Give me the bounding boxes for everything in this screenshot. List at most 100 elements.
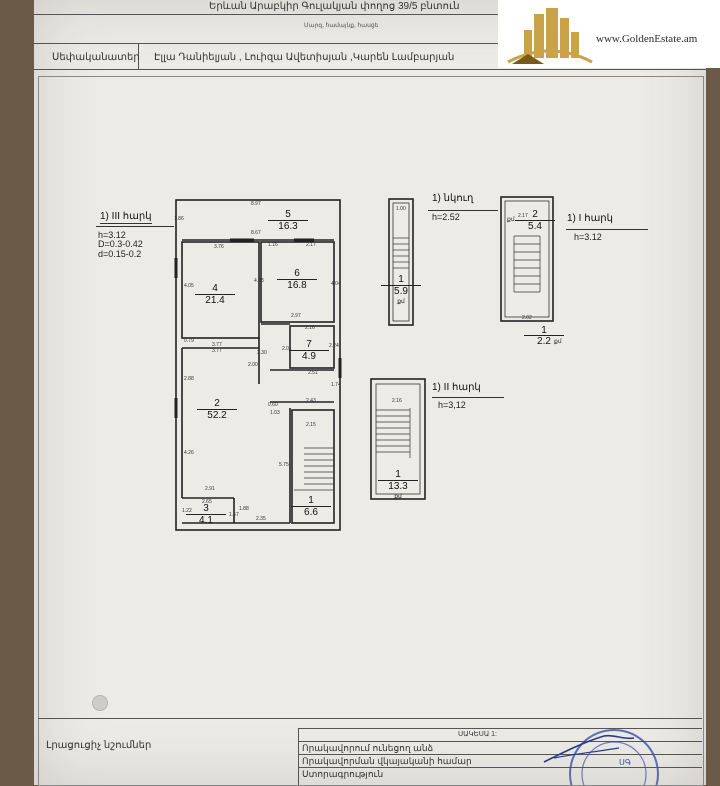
dim-10: 2.16: [305, 325, 315, 331]
floor-first-rule: [566, 229, 648, 230]
second-dim: 2.16: [392, 398, 402, 404]
basement-room-area: 5.9: [381, 285, 421, 297]
dim-27: 2.91: [205, 486, 215, 492]
footer-row-1: Որակավորման վկայականի համար: [302, 756, 472, 766]
logo-text: www.GoldenEstate.am: [596, 33, 698, 45]
dim-26: 5.75: [279, 462, 289, 468]
dim-2: 8.67: [251, 230, 261, 236]
first-dim-top: 2.17: [518, 213, 528, 219]
owner-label: Սեփականատեր: [52, 52, 140, 63]
dim-7: 4.05: [184, 283, 194, 289]
dim-31: 1.88: [239, 506, 249, 512]
floor-third-rule: [96, 226, 174, 227]
dim-23: 1.03: [270, 410, 280, 416]
basement-plan: [388, 198, 414, 326]
room-2-no: 2: [214, 398, 220, 409]
main-floor-plan: [174, 199, 342, 531]
room-4-area: 21.4: [195, 294, 235, 306]
room-4-no: 4: [212, 283, 218, 294]
second-room-unit: քմ: [394, 494, 402, 500]
dim-29: 1.22: [182, 508, 192, 514]
footer-left-label: Լրացուցիչ նշումներ: [46, 740, 152, 751]
dim-16: 3.30: [257, 350, 267, 356]
second-room-no: 1: [395, 469, 401, 480]
floor-third-d: d=0.15-0.2: [98, 249, 142, 259]
first-dim-bottom: 2.02: [522, 315, 532, 321]
address-caption: Մարզ, համայնք, հասցե: [304, 23, 379, 29]
dim-33: 1.86: [174, 216, 184, 222]
first-floor-plan: [500, 196, 554, 322]
first-room-top-no: 2: [532, 209, 538, 220]
floor-basement-rule: [428, 210, 498, 211]
golden-estate-logo[interactable]: www.GoldenEstate.am: [498, 0, 720, 68]
room-1-no: 1: [308, 495, 314, 506]
dim-1: 8.97: [251, 201, 261, 207]
dim-5: 2.17: [306, 242, 316, 248]
first-room-bottom-area: 2.2: [524, 335, 564, 347]
footer-row-2: Ստորագրություն: [302, 769, 384, 779]
basement-room-no: 1: [398, 274, 404, 285]
footer-row-line-3: [298, 767, 702, 768]
floor-third-D: D=0.3-0.42: [98, 239, 143, 249]
footer-row-line-2: [298, 754, 702, 755]
dim-30: 1.57: [229, 512, 239, 518]
dim-12: 3.77: [212, 348, 222, 354]
header-rule-2: [34, 43, 706, 44]
first-room-bottom-no: 1: [541, 325, 547, 336]
basement-room-unit: քմ: [397, 299, 405, 305]
footer-row-line-1: [298, 741, 702, 742]
room-3-no: 3: [203, 503, 209, 514]
room-3-area: 4.1: [186, 514, 226, 526]
stamp-seal: [543, 729, 659, 785]
dim-21: 2.43: [306, 398, 316, 404]
owners-text: Էլլա Դանիելյան , Լուիզա Ավետիսյան ,Կարեն…: [154, 52, 455, 63]
address-text: Երևան Արաբկիր Գուլակյան փողոց 39/5 բնտու…: [209, 1, 460, 12]
floor-third-h: h=3.12: [98, 230, 126, 240]
header-rule: [34, 14, 498, 15]
dim-14: 2.51: [308, 370, 318, 376]
dim-25: 4.26: [184, 450, 194, 456]
second-room-area: 13.3: [378, 480, 418, 492]
room-5-area: 16.3: [268, 220, 308, 232]
dim-9: 2.97: [291, 313, 301, 319]
dim-17: 2.01: [282, 346, 292, 352]
floor-basement-title: 1) նկուղ: [432, 193, 474, 204]
dim-13: 2.24: [329, 343, 339, 349]
dim-11: 3.77: [212, 342, 222, 348]
dim-20: 1.74: [331, 382, 341, 388]
footer-table-title: ՍԱԿԵՍԱ 1:: [458, 731, 498, 738]
dim-3: 3.76: [214, 244, 224, 250]
room-5-no: 5: [285, 209, 291, 220]
room-2-area: 52.2: [197, 409, 237, 421]
basement-dim: 1.00: [396, 206, 406, 212]
dim-18: 0.79: [184, 338, 194, 344]
hole-punch: [92, 695, 108, 711]
stamp-text: ՍԳ: [619, 758, 631, 767]
first-room-bottom-unit: քմ: [554, 339, 562, 345]
footer-divider: [298, 728, 299, 785]
footer-row-0: Որակավորում ունեցող անձ: [302, 743, 434, 753]
footer-rule: [38, 718, 702, 719]
floor-basement-h: h=2.52: [432, 212, 460, 222]
floor-second-h: h=3,12: [438, 400, 466, 410]
floor-second-title: 1) II հարկ: [432, 382, 481, 393]
dim-4: 1.16: [268, 242, 278, 248]
floor-first-title: 1) I հարկ: [567, 213, 613, 224]
room-7-area: 4.9: [289, 350, 329, 362]
floor-second-rule: [432, 397, 504, 398]
first-room-top-area: 5.4: [515, 220, 555, 232]
room-6-no: 6: [294, 268, 300, 279]
header-rule-3: [34, 69, 706, 70]
footer-row-line-0: [298, 728, 702, 729]
dim-8: 4.04: [331, 281, 341, 287]
floor-third-title: 1) III հարկ: [100, 211, 152, 224]
room-1-area: 6.6: [291, 506, 331, 518]
dim-19: 2.88: [184, 376, 194, 382]
dim-28: 2.65: [202, 499, 212, 505]
dim-22: 0.60: [268, 402, 278, 408]
dim-24: 2.15: [306, 422, 316, 428]
floor-first-h: h=3.12: [574, 232, 602, 242]
second-floor-plan: [370, 378, 426, 500]
dim-32: 2.35: [256, 516, 266, 522]
dim-15: 2.00: [248, 362, 258, 368]
